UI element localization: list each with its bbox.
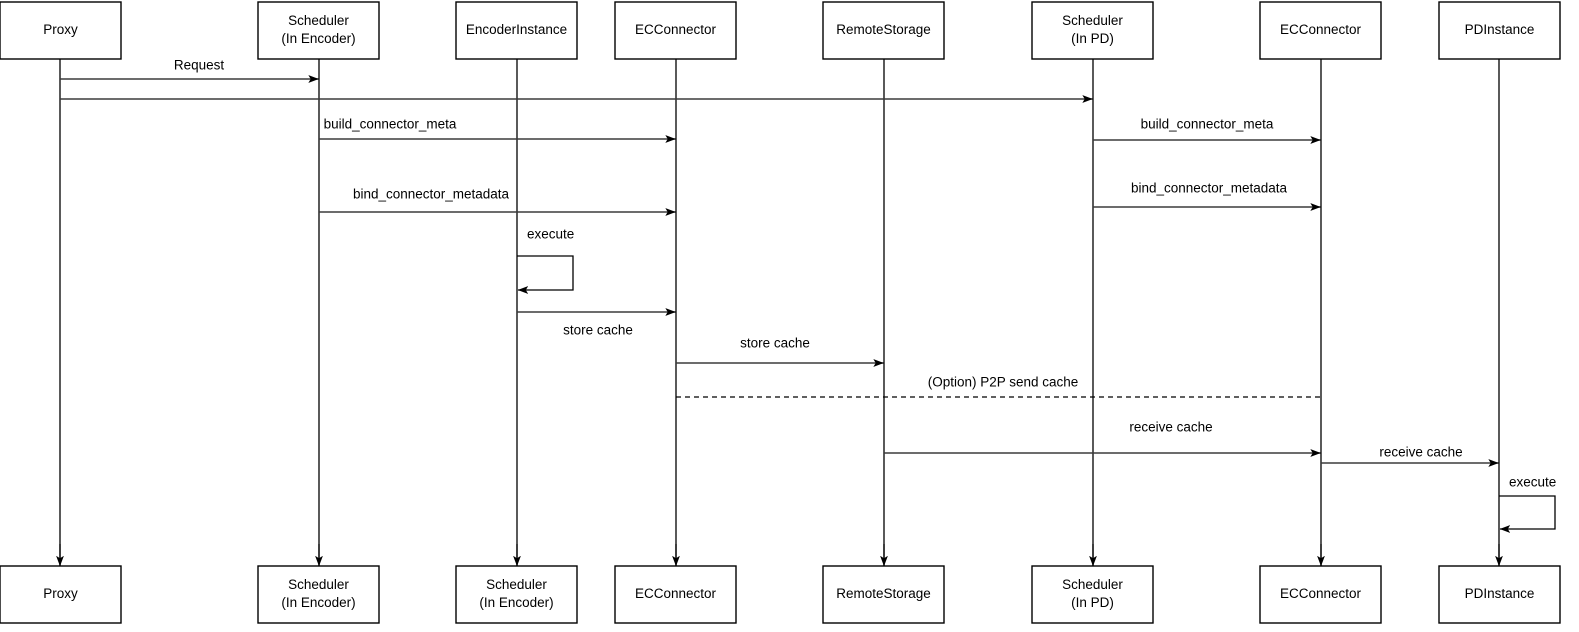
participant-box-rect-proxy <box>0 1 122 60</box>
participant-label-encoder_inst: EncoderInstance <box>466 22 567 37</box>
participant-label-sched_enc: Scheduler <box>288 13 349 28</box>
participant-label-proxy: Proxy <box>43 586 78 601</box>
message-labels-layer: Request build_connector_meta build_connect… <box>174 58 1556 490</box>
participant-sublabel-encoder_inst: (In Encoder) <box>479 595 553 610</box>
participant-box-top-remote_store: RemoteStorage <box>822 1 945 60</box>
participant-box-top-sched_enc: Scheduler (In Encoder) <box>257 1 380 60</box>
participant-box-rect-sched_enc <box>257 565 380 624</box>
self-message-label-s1: execute <box>527 227 574 242</box>
participant-box-rect-ec_conn_pd <box>1259 1 1382 60</box>
message-label-m9: (Option) P2P send cache <box>928 375 1079 390</box>
self-message-path-s1 <box>517 255 574 294</box>
participant-label-sched_pd: Scheduler <box>1062 13 1123 28</box>
participant-box-bottom-sched_pd: Scheduler (In PD) <box>1031 565 1154 624</box>
participant-label-remote_store: RemoteStorage <box>836 22 931 37</box>
participant-box-top-encoder_inst: EncoderInstance <box>455 1 578 60</box>
message-label-m5: bind_connector_metadata <box>353 187 510 202</box>
message-label-m4: build_connector_meta <box>1141 117 1274 132</box>
participant-box-bottom-proxy: Proxy <box>0 565 122 624</box>
participant-box-rect-remote_store <box>822 565 945 624</box>
self-message-path-s2 <box>1499 495 1556 533</box>
participant-sublabel-sched_pd: (In PD) <box>1071 595 1114 610</box>
self-message-label-s2: execute <box>1509 475 1556 490</box>
lifelines-layer <box>56 59 1503 567</box>
message-label-m3: build_connector_meta <box>324 117 457 132</box>
participant-boxes-top: Proxy Scheduler (In Encoder) EncoderInstanc… <box>0 1 1561 60</box>
participant-sublabel-sched_enc: (In Encoder) <box>281 595 355 610</box>
participant-label-pd_inst: PDInstance <box>1465 22 1535 37</box>
message-label-m7: store cache <box>563 323 633 338</box>
participant-box-top-ec_conn_enc: ECConnector <box>614 1 737 60</box>
participant-label-ec_conn_enc: ECConnector <box>635 586 717 601</box>
participant-label-remote_store: RemoteStorage <box>836 586 931 601</box>
participant-box-top-ec_conn_pd: ECConnector <box>1259 1 1382 60</box>
participant-label-ec_conn_enc: ECConnector <box>635 22 717 37</box>
participant-box-rect-ec_conn_enc <box>614 565 737 624</box>
participant-label-ec_conn_pd: ECConnector <box>1280 22 1362 37</box>
participant-boxes-bottom: Proxy Scheduler (In Encoder) Scheduler (In E… <box>0 565 1561 624</box>
participant-label-sched_enc: Scheduler <box>288 577 349 592</box>
participant-box-rect-remote_store <box>822 1 945 60</box>
participant-box-bottom-sched_enc: Scheduler (In Encoder) <box>257 565 380 624</box>
participant-box-rect-sched_enc <box>257 1 380 60</box>
message-label-m6: bind_connector_metadata <box>1131 181 1288 196</box>
participant-box-bottom-ec_conn_enc: ECConnector <box>614 565 737 624</box>
self-messages-layer <box>517 255 1556 533</box>
participant-box-bottom-encoder_inst: Scheduler (In Encoder) <box>455 565 578 624</box>
participant-box-top-pd_inst: PDInstance <box>1438 1 1561 60</box>
participant-box-top-proxy: Proxy <box>0 1 122 60</box>
participant-box-rect-ec_conn_pd <box>1259 565 1382 624</box>
participant-box-bottom-ec_conn_pd: ECConnector <box>1259 565 1382 624</box>
message-label-m11: receive cache <box>1379 445 1462 460</box>
participant-box-rect-encoder_inst <box>455 1 578 60</box>
participant-sublabel-sched_pd: (In PD) <box>1071 31 1114 46</box>
participant-label-proxy: Proxy <box>43 22 78 37</box>
participant-label-encoder_inst: Scheduler <box>486 577 547 592</box>
participant-box-bottom-remote_store: RemoteStorage <box>822 565 945 624</box>
message-label-m8: store cache <box>740 336 810 351</box>
participant-label-pd_inst: PDInstance <box>1465 586 1535 601</box>
participant-box-top-sched_pd: Scheduler (In PD) <box>1031 1 1154 60</box>
participant-box-rect-ec_conn_enc <box>614 1 737 60</box>
participant-box-rect-sched_pd <box>1031 565 1154 624</box>
participant-box-rect-pd_inst <box>1438 565 1561 624</box>
messages-layer <box>60 75 1499 467</box>
participant-box-rect-sched_pd <box>1031 1 1154 60</box>
participant-box-rect-encoder_inst <box>455 565 578 624</box>
message-label-m10: receive cache <box>1129 420 1212 435</box>
message-label-m1: Request <box>174 58 225 73</box>
participant-box-bottom-pd_inst: PDInstance <box>1438 565 1561 624</box>
participant-label-sched_pd: Scheduler <box>1062 577 1123 592</box>
participant-sublabel-sched_enc: (In Encoder) <box>281 31 355 46</box>
participant-label-ec_conn_pd: ECConnector <box>1280 586 1362 601</box>
participant-box-rect-proxy <box>0 565 122 624</box>
participant-box-rect-pd_inst <box>1438 1 1561 60</box>
